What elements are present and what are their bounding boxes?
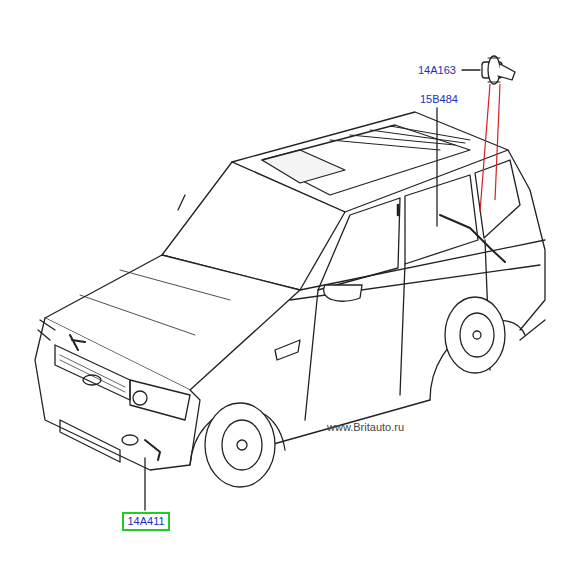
rear-hub [473, 331, 481, 339]
watermark: www.Britauto.ru [327, 421, 404, 434]
headlamp [130, 380, 190, 420]
hood-lines [80, 270, 230, 335]
roof-rails [330, 126, 470, 150]
leader-line [462, 69, 480, 70]
rear-pillar [508, 150, 545, 330]
bonnet-harness [70, 335, 85, 350]
headlamp-lens [133, 391, 147, 405]
grommet-icon [482, 56, 515, 84]
rear-rim [460, 313, 494, 357]
rear-quarter-window [475, 160, 520, 238]
rear-tyre [445, 297, 505, 373]
leader-line-red [480, 84, 500, 212]
pillar-clip [397, 205, 400, 215]
belt-line [300, 240, 545, 290]
front-bumper [35, 318, 200, 470]
callout-box: 14A411 [122, 512, 170, 531]
front-hub [237, 440, 247, 450]
rear-door-window [405, 175, 478, 264]
leader-line [144, 458, 145, 510]
sunroof [262, 150, 345, 183]
leader-line [436, 108, 437, 226]
badge [83, 375, 101, 385]
fog-lamp [122, 435, 138, 445]
headlamp-left [38, 320, 55, 340]
front-door-window [318, 198, 400, 290]
door-mirror [324, 285, 362, 301]
bumper-harness [145, 440, 160, 460]
front-rim [222, 420, 262, 470]
lower-intake [60, 420, 120, 462]
grille [55, 345, 130, 400]
side-vent [275, 340, 300, 360]
front-tyre [205, 403, 275, 487]
grille-bars [60, 355, 125, 392]
part-number: 15B484 [420, 93, 458, 106]
antenna [178, 195, 185, 210]
part-number: 14A163 [418, 64, 456, 77]
rear-harness [440, 215, 505, 262]
part-number: 14A411 [127, 515, 164, 528]
